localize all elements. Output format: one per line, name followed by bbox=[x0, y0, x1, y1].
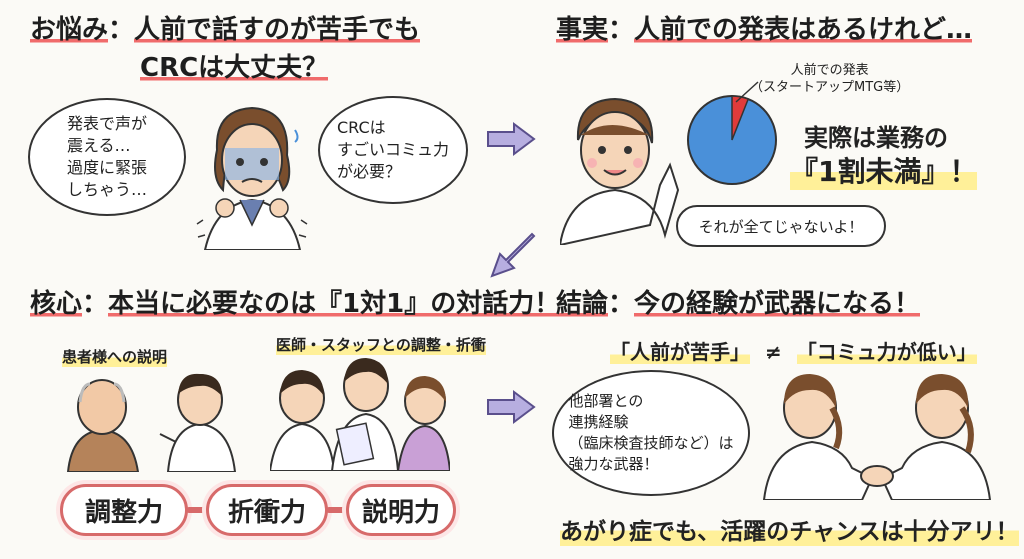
q1-heading-line1: お悩み：人前で話すのが苦手でも bbox=[30, 15, 421, 45]
q2-bubble-text: それが全てじゃないよ！ bbox=[698, 217, 864, 236]
handshake-illustration bbox=[762, 374, 992, 500]
q3-heading: 核心：本当に必要なのは『1対1』の対話力！ bbox=[30, 289, 561, 319]
q3-heading-text: 本当に必要なのは『1対1』の対話力！ bbox=[108, 289, 561, 319]
q2-bubble: それが全てじゃないよ！ bbox=[676, 205, 886, 247]
q4-compare-operator: ≠ bbox=[764, 340, 782, 364]
pill-explanation-label: 説明力 bbox=[361, 497, 440, 528]
pie-slice-presentation bbox=[731, 95, 750, 141]
q4-compare: 「人前が苦手」 ≠ 「コミュ力が低い」 bbox=[610, 336, 977, 365]
q4-heading-label: 結論 bbox=[556, 289, 609, 319]
pie-label-line1: 人前での発表 bbox=[790, 63, 869, 78]
q2-heading-text: 人前での発表はあるけれど… bbox=[634, 15, 973, 45]
q3-heading-label: 核心 bbox=[30, 289, 83, 319]
nervous-woman-illustration bbox=[196, 106, 308, 250]
arrow-right-icon bbox=[487, 122, 536, 156]
q4-footer: あがり症でも、活躍のチャンスは十分アリ！ bbox=[560, 512, 1019, 546]
q2-highlight-line2: 『1割未満』！ bbox=[790, 150, 978, 190]
q1-left-bubble: 発表で声が 震える… 過度に緊張 しちゃう… bbox=[28, 98, 186, 216]
pie-label-line2: （スタートアップMTG等） bbox=[750, 80, 910, 95]
q1-heading-label: お悩み bbox=[30, 15, 109, 45]
pill-negotiation-label: 折衝力 bbox=[227, 497, 306, 528]
pie-chart bbox=[687, 95, 777, 185]
q2-heading: 事実：人前での発表はあるけれど… bbox=[556, 15, 973, 45]
arrow-right-icon-2 bbox=[487, 390, 536, 424]
q3-label-staff: 医師・スタッフとの調整・折衝 bbox=[276, 334, 486, 355]
q4-bubble: 他部署との 連携経験 （臨床検査技師など）は 強力な武器！ bbox=[552, 370, 750, 496]
pill-coordination: 調整力 bbox=[60, 484, 188, 536]
patient-doctor-illustration bbox=[66, 373, 237, 472]
pill-connector-2 bbox=[326, 507, 348, 513]
q3-label-patient: 患者様への説明 bbox=[62, 346, 168, 367]
q4-compare-right: 「コミュ力が低い」 bbox=[796, 340, 977, 364]
q1-left-bubble-text: 発表で声が 震える… 過度に緊張 しちゃう… bbox=[66, 114, 147, 199]
q4-compare-left: 「人前が苦手」 bbox=[610, 340, 750, 364]
q1-heading-line2: CRCは大丈夫？ bbox=[140, 52, 329, 84]
arrow-down-left-icon bbox=[490, 232, 536, 278]
q4-heading: 結論：今の経験が武器になる！ bbox=[556, 289, 921, 319]
q2-highlight-line1: 実際は業務の bbox=[804, 124, 948, 152]
q1-right-bubble: CRCは すごいコミュ力 が必要？ bbox=[318, 96, 468, 204]
q4-heading-text: 今の経験が武器になる！ bbox=[634, 289, 921, 319]
pie-label: 人前での発表 （スタートアップMTG等） bbox=[750, 62, 909, 96]
q2-heading-label: 事実 bbox=[556, 15, 609, 45]
pill-explanation: 説明力 bbox=[346, 484, 456, 536]
q1-heading-text: 人前で話すのが苦手でも bbox=[134, 15, 421, 45]
q4-bubble-text: 他部署との 連携経験 （臨床検査技師など）は 強力な武器！ bbox=[568, 392, 734, 473]
pill-connector-1 bbox=[186, 507, 208, 513]
pill-negotiation: 折衝力 bbox=[206, 484, 328, 536]
q1-right-bubble-text: CRCは すごいコミュ力 が必要？ bbox=[336, 118, 449, 181]
pill-coordination-label: 調整力 bbox=[84, 497, 163, 528]
staff-group-illustration bbox=[270, 358, 450, 471]
q1-heading-text2: CRCは大丈夫？ bbox=[140, 53, 329, 83]
pie-leader-line bbox=[735, 81, 759, 103]
pointing-nurse-illustration bbox=[560, 97, 680, 245]
